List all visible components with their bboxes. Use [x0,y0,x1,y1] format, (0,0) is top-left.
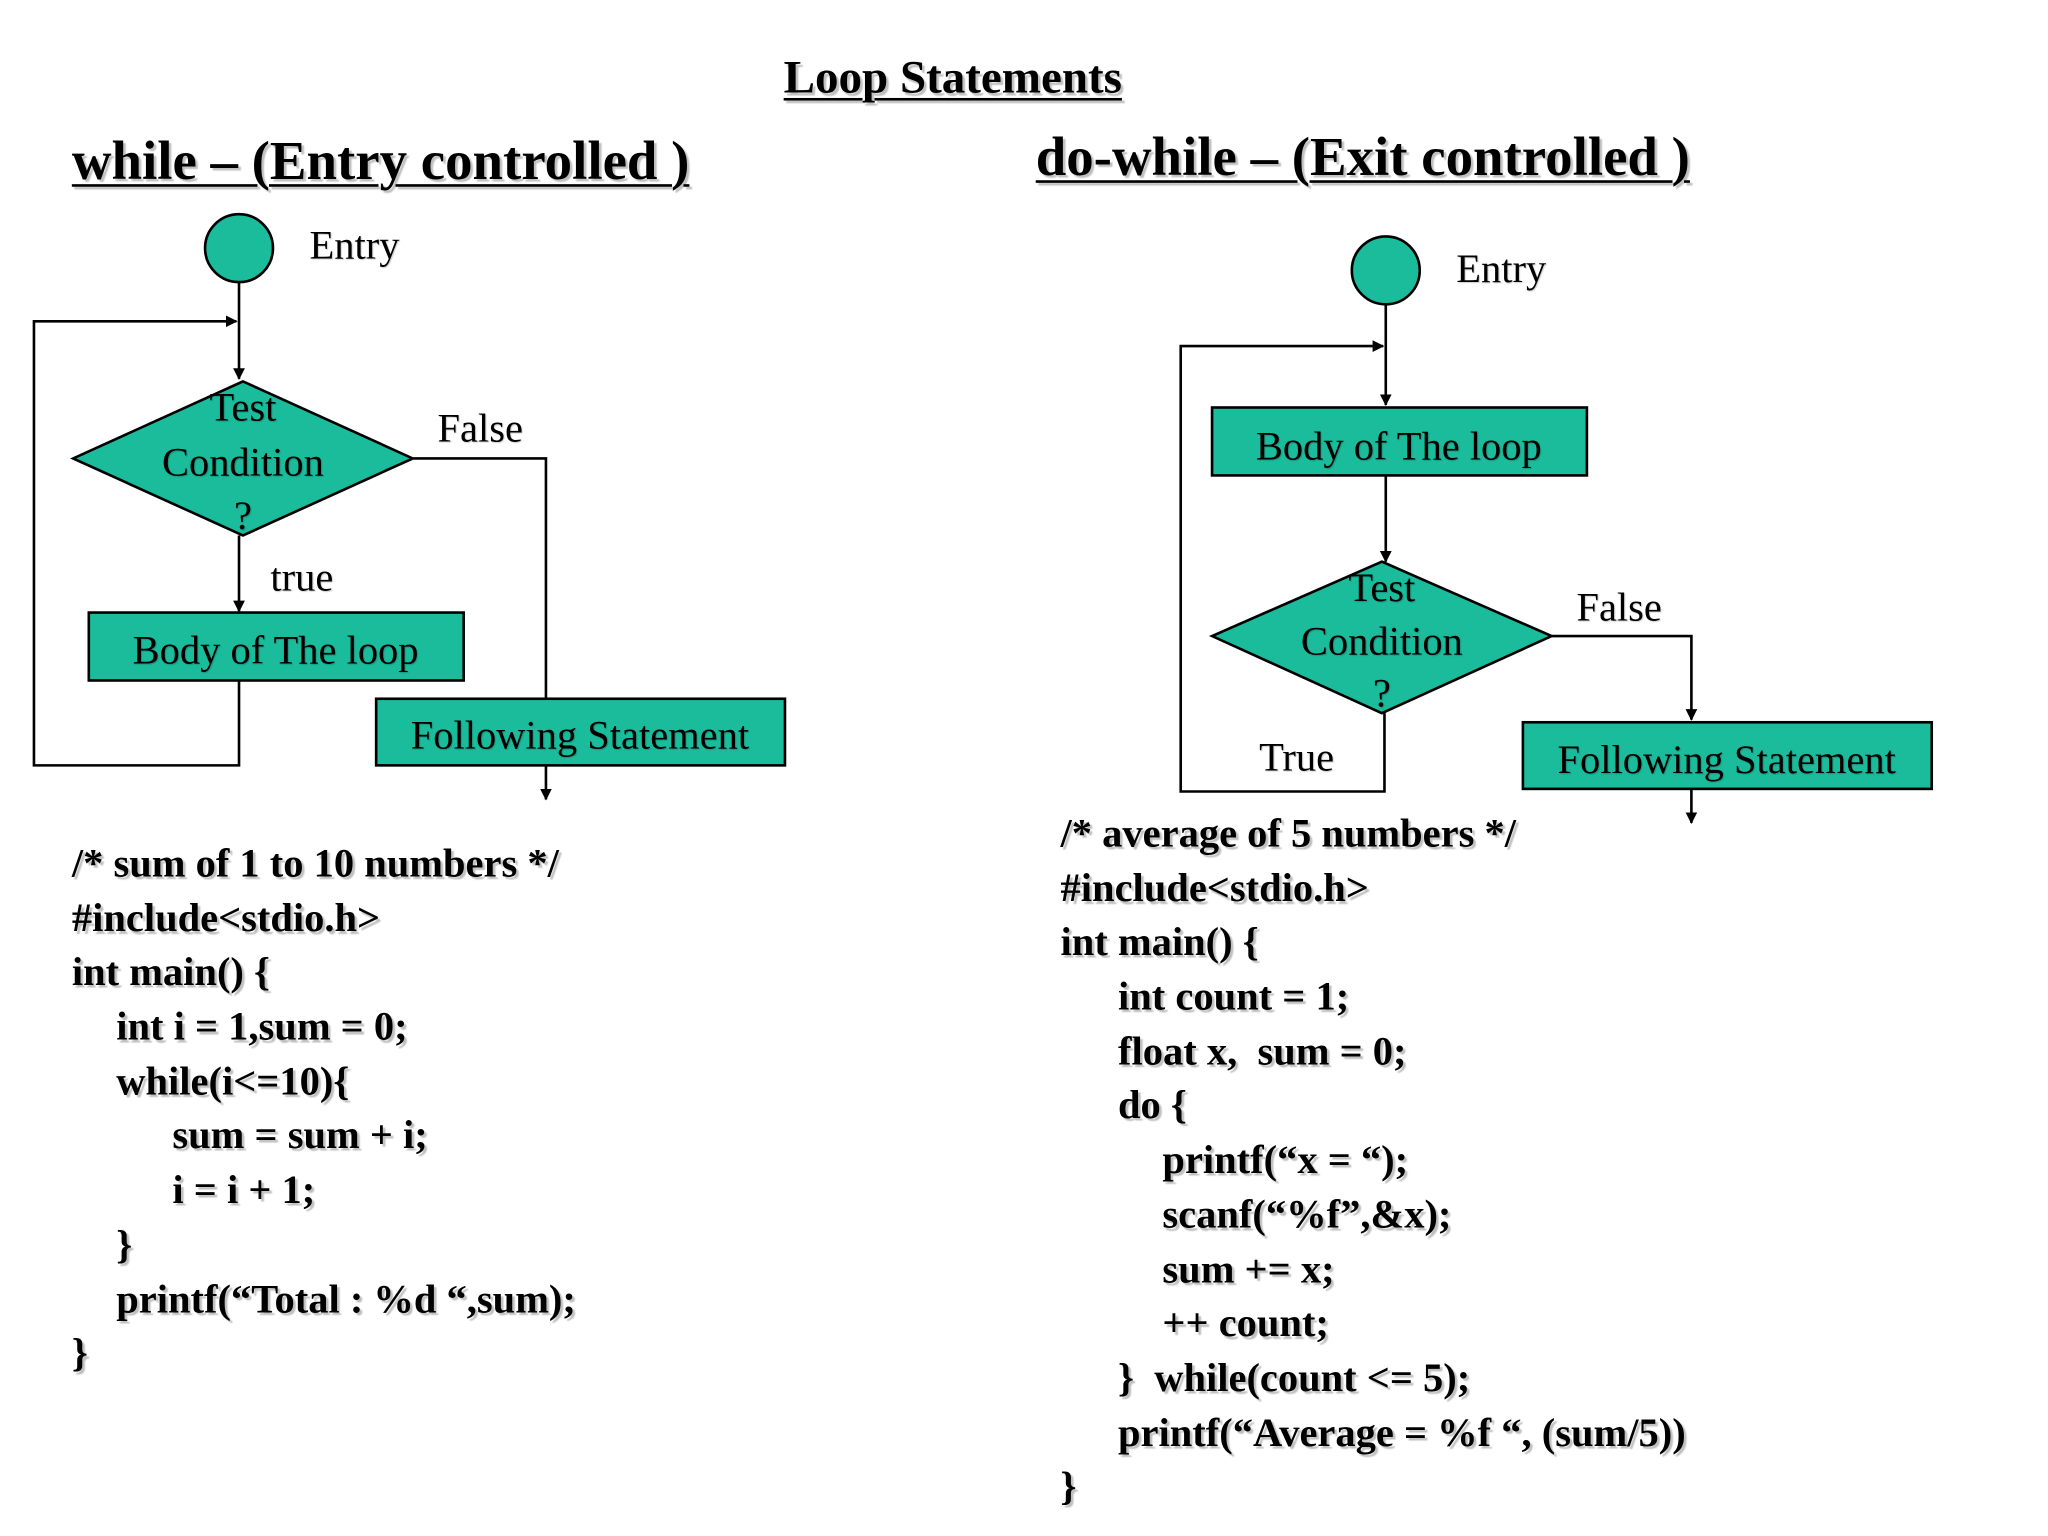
code-line: sum = sum + i; [172,1112,428,1158]
code-line: } [71,1329,88,1376]
code-line: int count = 1; [1118,973,1350,1019]
code-line: /* sum of 1 to 10 numbers */ [71,839,559,886]
code-line: do { [1118,1082,1187,1128]
code-line: printf(“Total : %d “,sum); [116,1275,576,1322]
while-true-label: true [270,554,333,599]
while-false-path [412,457,552,801]
while-test-line2: Condition [162,439,324,484]
while-following-label: Following Statement [411,712,749,757]
slide-title: Loop Statements [783,50,1122,104]
do-while-loop-back [1179,340,1386,793]
do-while-body-label: Body of The loop [1256,424,1542,469]
do-while-flowchart: Entry Body of The loop Test Condition ? … [1179,235,1934,825]
do-while-code-block: /* average of 5 numbers */ #include<stdi… [1061,806,1686,1514]
do-while-test-line3: ? [1373,671,1391,716]
do-while-test-condition [1208,560,1555,715]
do-while-entry-node [1350,235,1422,306]
do-while-entry-label: Entry [1456,246,1547,291]
code-line: int main() { [71,948,270,995]
code-line: sum += x; [1162,1245,1335,1292]
do-while-true-label: True [1259,735,1334,780]
do-while-heading: do-while – (Exit controlled ) [1035,127,1690,189]
do-while-following-label: Following Statement [1557,737,1895,782]
code-line: /* average of 5 numbers */ [1060,809,1517,856]
code-line: printf(“x = “); [1162,1136,1409,1183]
do-while-test-line1: Test [1348,565,1415,610]
code-line: #include<stdio.h> [71,894,381,940]
do-while-following-box [1521,720,1934,791]
while-test-line3: ? [234,493,252,538]
code-line: } [1060,1463,1077,1509]
code-line: printf(“Average = %f “, (sum/5)) [1118,1408,1686,1455]
while-body-box [87,611,465,682]
while-following-box [374,697,787,767]
while-body-label: Body of The loop [133,627,419,672]
code-line: i = i + 1; [172,1166,316,1213]
do-while-false-label: False [1576,584,1661,629]
while-entry-label: Entry [310,223,401,268]
while-test-line1: Test [210,385,277,430]
while-test-condition [69,379,416,537]
code-line: while(i<=10){ [116,1057,350,1104]
do-while-test-line2: Condition [1301,618,1463,663]
code-line: int i = 1,sum = 0; [116,1003,408,1049]
while-false-label: False [438,405,523,450]
while-loop-back [32,315,241,767]
while-entry-node [203,212,275,284]
while-code-block: /* sum of 1 to 10 numbers */ #include<st… [72,836,576,1380]
do-while-body-box [1210,406,1589,477]
do-while-false-path [1551,634,1698,721]
while-flowchart: Entry Test Condition ? False true Body o… [32,212,787,801]
code-line: scanf(“%f”,&x); [1162,1190,1452,1237]
code-line: int main() { [1060,918,1259,965]
code-line: float x, sum = 0; [1118,1027,1407,1074]
code-line: #include<stdio.h> [1060,864,1369,910]
while-heading: while – (Entry controlled ) [71,131,690,192]
code-line: } while(count <= 5); [1118,1354,1471,1400]
code-line: ++ count; [1162,1299,1329,1346]
code-line: } [116,1220,133,1267]
